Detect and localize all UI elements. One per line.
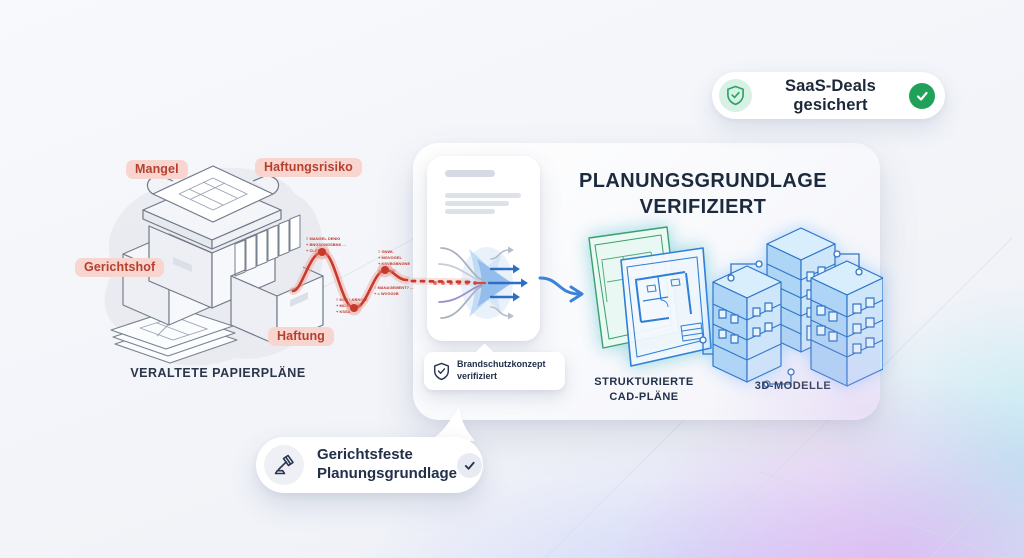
brandschutz-badge: Brandschutzkonzept verifiziert [424,343,565,390]
saas-badge-label: SaaS-Deals gesichert [785,76,876,114]
green-check-circle [909,82,935,109]
risk-annotation-3: ≡ GNWL+ MGVOGEL+ KSVBGBNGNE+ KIAGBI [378,249,411,273]
risk-label-haftung: Haftung [268,327,334,346]
risk-label-gerichtshof: Gerichtshof [75,258,165,277]
check-icon-dark [464,461,475,470]
brandschutz-text: Brandschutzkonzept verifiziert [457,359,546,381]
risk-annotation-2: ≡ MSV LKBNGBI+ MOS -ASKE+ KSSA [336,297,368,315]
paper-archive-illustration [104,165,324,366]
cad-plans-illustration [588,226,712,367]
cad-plans-label: STRUKTURIERTE CAD-PLÄNE [594,376,694,403]
risk-annotation-4: ≡ MANAGEMENT? ...+ = WVGG2B [374,285,414,297]
risk-label-haftungsrisiko: Haftungsrisiko [255,158,362,177]
bubble-check-circle [457,452,483,478]
risk-label-mangel: Mangel [126,160,188,179]
court-proof-bubble: Gerichtsfeste Planungsgrundlage [256,437,483,493]
shield-check-icon [433,362,450,380]
3d-models-label: 3D-MODELLE [754,380,832,392]
document-funnel-graphic [433,170,528,320]
panel-title: PLANUNGSGRUNDLAGE VERIFIZIERT [579,170,827,218]
gavel-icon-circle [264,445,304,485]
3d-buildings-illustration [699,227,883,388]
document-processing-card [427,156,540,341]
shield-check-icon-green [727,85,744,106]
risk-annotation-1: ≡ MANGEL DENKI+ BNGSGNGSBNS ...+ CLERGE [306,236,346,254]
check-icon-white [916,91,928,101]
left-caption: VERALTETE PAPIERPLÄNE [130,366,306,380]
gavel-icon [274,454,294,475]
bubble-text: Gerichtsfeste Planungsgrundlage [317,446,458,482]
shield-icon-circle [719,79,752,112]
saas-deals-badge: SaaS-Deals gesichert [712,72,945,119]
bubble-pointer [427,407,475,441]
